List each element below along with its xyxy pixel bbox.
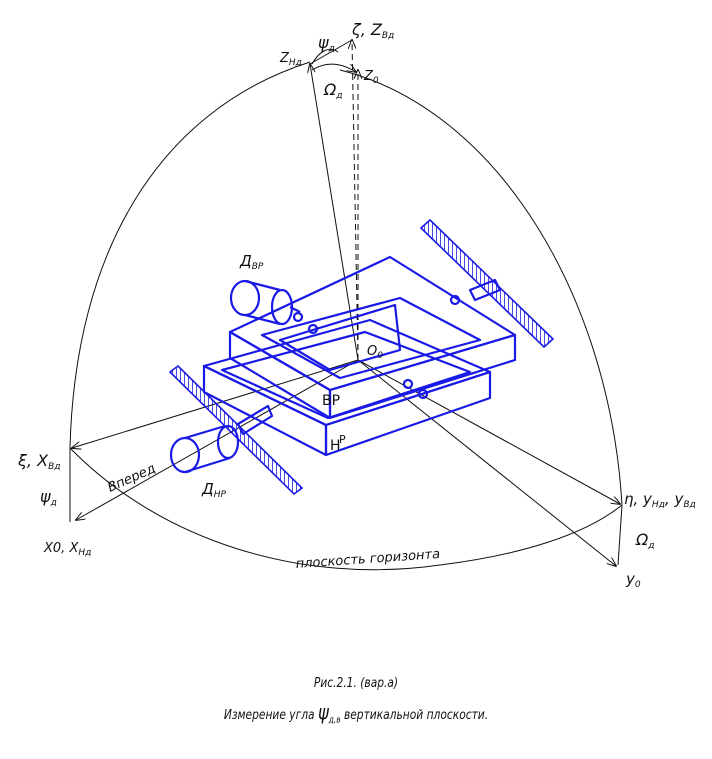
label-omega-top: Ωд [323,80,342,101]
label-x0: X0, XНд [43,541,91,558]
rail-upper [419,218,555,349]
label-zeta: ζ, ZВд [351,20,394,41]
axis-labels: ZНд ψд ζ, ZВд Z0 Ωд O0 ДВР ДНР ВР Н Р ξ,… [17,20,696,590]
label-z0: Z0 [363,69,379,86]
caption-psi-sub: д,в [328,715,341,726]
label-y0: y0 [625,570,641,590]
caption-psi-symbol: ψ [317,700,329,724]
label-r: Р [339,433,346,446]
label-omega-right: Ωд [635,530,654,551]
label-horizon: плоскость горизонта [295,547,440,572]
label-psi-left: ψд [40,487,57,508]
caption-suffix: вертикальной плоскости. [343,708,489,723]
label-psi-top: ψд [318,33,335,54]
horizontal-axes [69,359,623,566]
label-n: Н [330,438,341,454]
gyro-platform [202,255,517,457]
label-d-nr: ДНР [201,480,226,500]
caption-prefix: Измерение угла [223,708,315,723]
caption-line1: Рис.2.1. (вар.а) [313,676,399,691]
label-vr: ВР [322,393,340,409]
label-o0: O0 [367,344,383,361]
label-forward: Вперед [106,461,158,495]
label-eta: η, yНд, yВд [624,490,696,510]
sphere-outline [69,61,623,571]
rail-lower [168,364,304,496]
label-z-nd: ZНд [279,51,302,68]
label-xi: ξ, XВд [17,451,60,472]
motor-nr [169,424,240,474]
motor-vr [229,279,301,326]
label-d-vr: ДВР [239,252,264,272]
caption-line2: Измерение угла ψд,в вертикальной плоскос… [64,700,648,726]
